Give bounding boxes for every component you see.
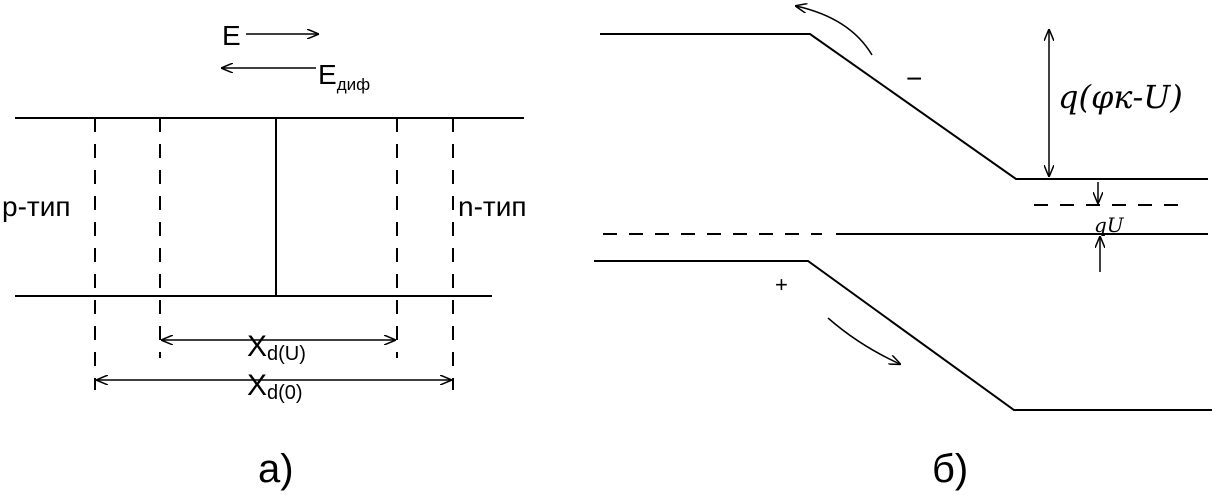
caption-b: б) — [932, 447, 968, 491]
panel-a: E Eдиф p-тип n-тип Xd(U) Xd(0) а) — [2, 20, 527, 491]
caption-a: а) — [258, 447, 294, 491]
bias-label: qU — [1094, 213, 1125, 237]
conduction-band — [600, 33, 1208, 180]
width-0-label: Xd(0) — [247, 369, 303, 404]
electron-flow-arrow — [796, 6, 873, 56]
barrier-height-label: q(φк-U) — [1058, 78, 1183, 116]
field-e: E — [222, 20, 318, 51]
hole-flow-arrow — [827, 317, 900, 364]
n-type-label: n-тип — [458, 191, 527, 222]
p-type-label: p-тип — [2, 191, 71, 222]
field-ediff-label: Eдиф — [318, 59, 370, 94]
valence-band — [594, 260, 1212, 411]
minus-sign: − — [906, 63, 922, 94]
field-e-label: E — [222, 20, 241, 51]
plus-sign: + — [775, 272, 788, 297]
field-ediff: Eдиф — [222, 59, 370, 94]
width-u-label: Xd(U) — [247, 330, 306, 365]
panel-b: − + q(φк-U) qU б) — [594, 6, 1212, 491]
